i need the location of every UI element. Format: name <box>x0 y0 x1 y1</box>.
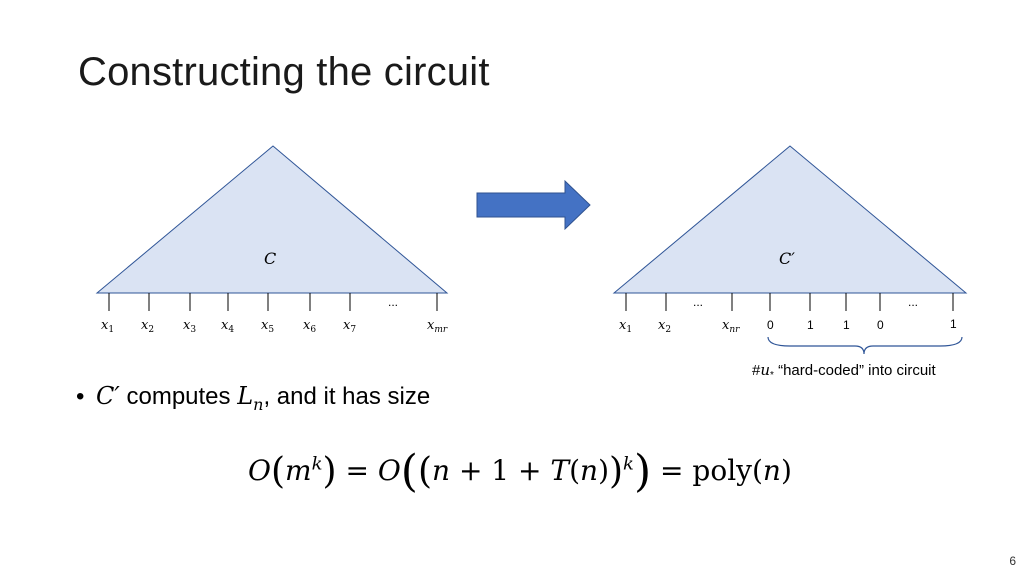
formula-plus: + 1 + <box>450 454 551 487</box>
brace-annotation: #u* “hard-coded” into circuit <box>752 361 936 381</box>
bit-1: 1 <box>807 318 814 332</box>
formula-eq2: = <box>651 454 693 487</box>
circuit-c-triangle <box>95 145 449 294</box>
input-label-xmr: xmr <box>427 318 448 335</box>
input-label-x1-right: x1 <box>619 318 632 335</box>
circuit-c-prime-inputs <box>625 293 954 311</box>
input-label-x7: x7 <box>343 318 356 335</box>
circuit-c-prime-ellipsis-right: ... <box>908 295 918 309</box>
bit-4: 1 <box>950 317 957 331</box>
bullet-dot: • <box>76 383 85 410</box>
hardcoded-bits: 0 1 1 0 1 <box>767 317 957 332</box>
transform-arrow <box>476 179 591 231</box>
formula-n2: n <box>580 454 599 487</box>
circuit-c-prime-label: C′ <box>779 249 795 268</box>
size-formula: O(mk) = O((n + 1 + T(n))k) = poly(n) <box>248 446 792 497</box>
l-n-subscript: n <box>253 394 264 414</box>
bullet-point: • C′ computes Ln, and it has size <box>76 382 430 414</box>
formula-poly: poly <box>692 454 752 487</box>
bit-3: 0 <box>877 318 884 332</box>
formula-n3: n <box>762 454 781 487</box>
circuit-c-prime-ellipsis-left: ... <box>693 295 703 309</box>
formula-k2: k <box>623 453 634 475</box>
input-label-x3: x3 <box>183 318 196 335</box>
input-label-x6: x6 <box>303 318 316 335</box>
input-label-x4: x4 <box>221 318 234 335</box>
formula-O2: O <box>377 454 401 487</box>
l-n-symbol: L <box>237 382 254 410</box>
input-label-x2: x2 <box>141 318 154 335</box>
circuit-c-prime-input-labels: x1 x2 xnr <box>619 318 740 335</box>
slide-number: 6 <box>1009 554 1016 568</box>
formula-O1: O <box>248 454 271 487</box>
bullet-text-1: computes <box>119 383 238 410</box>
slide-title: Constructing the circuit <box>78 50 490 94</box>
formula-m: m <box>285 454 312 487</box>
circuit-c-label: C <box>264 249 276 268</box>
bit-2: 1 <box>843 318 850 332</box>
c-prime-symbol: C′ <box>96 382 120 410</box>
formula-eq1: = <box>336 454 378 487</box>
circuit-c-prime-triangle <box>612 145 968 294</box>
circuit-c-inputs <box>108 293 438 311</box>
input-label-xnr-right: xnr <box>722 318 740 335</box>
circuit-c-ellipsis: ... <box>388 295 398 309</box>
formula-T: T <box>550 454 570 487</box>
input-label-x5: x5 <box>261 318 274 335</box>
formula-k1: k <box>311 453 323 475</box>
input-label-x1: x1 <box>101 318 114 335</box>
input-label-x2-right: x2 <box>658 318 671 335</box>
curly-brace <box>767 336 963 355</box>
circuit-c-input-labels: x1 x2 x3 x4 x5 x6 x7 xmr <box>101 318 448 335</box>
formula-n1: n <box>432 454 451 487</box>
bullet-text-2: , and it has size <box>263 383 431 410</box>
bit-0: 0 <box>767 318 774 332</box>
